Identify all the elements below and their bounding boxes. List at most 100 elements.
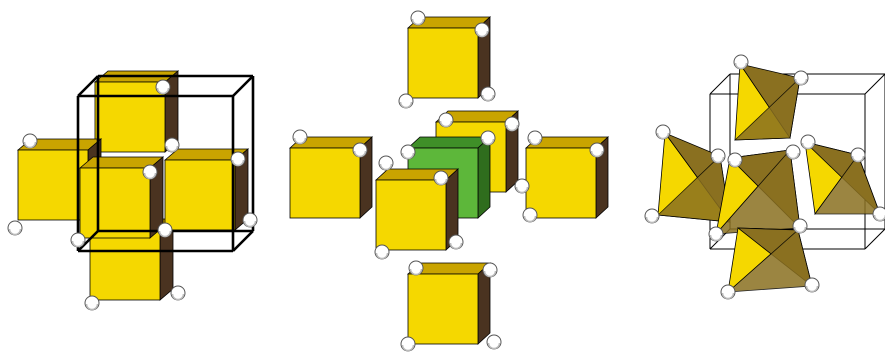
atom-body <box>801 135 815 149</box>
atom-sphere <box>656 125 670 139</box>
atom-body <box>721 285 735 299</box>
atom-highlight <box>161 225 166 230</box>
atom-sphere <box>243 213 257 227</box>
atom-highlight <box>146 167 151 172</box>
cube-front-face <box>90 230 160 300</box>
atom-highlight <box>518 181 523 186</box>
atom-highlight <box>414 13 419 18</box>
atom-sphere <box>481 87 495 101</box>
tetrahedron-right <box>805 142 880 214</box>
atom-sphere <box>449 235 463 249</box>
atom-highlight <box>797 73 802 78</box>
atom-body <box>711 149 725 163</box>
atom-sphere <box>71 233 85 247</box>
atom-highlight <box>378 247 383 252</box>
atom-body <box>434 171 448 185</box>
atom-body <box>231 152 245 166</box>
atom-body <box>481 87 495 101</box>
atom-sphere <box>411 11 425 25</box>
tetrahedron-bottom <box>728 228 812 292</box>
atom-highlight <box>531 133 536 138</box>
atom-sphere <box>721 285 735 299</box>
atom-highlight <box>382 158 387 163</box>
atom-highlight <box>714 151 719 156</box>
atom-body <box>158 223 172 237</box>
atom-highlight <box>26 136 31 141</box>
atom-body <box>375 245 389 259</box>
tetrahedron-left <box>658 133 730 222</box>
atom-highlight <box>437 173 442 178</box>
cube-top-face <box>408 137 490 148</box>
atom-body <box>851 148 865 162</box>
atom-sphere <box>645 209 659 223</box>
atom-highlight <box>808 280 813 285</box>
atom-body <box>487 335 501 349</box>
atom-body <box>449 235 463 249</box>
atom-body <box>805 278 819 292</box>
atom-sphere <box>734 55 748 69</box>
atom-highlight <box>404 147 409 152</box>
atom-highlight <box>88 298 93 303</box>
tetrahedron-top <box>735 64 800 140</box>
atom-body <box>409 261 423 275</box>
atom-sphere <box>85 296 99 310</box>
atom-highlight <box>404 339 409 344</box>
atom-body <box>483 263 497 277</box>
cube-side-face <box>478 137 490 218</box>
atom-body <box>8 221 22 235</box>
atom-body <box>728 153 742 167</box>
atom-body <box>656 125 670 139</box>
atom-body <box>645 209 659 223</box>
atom-sphere <box>873 207 885 221</box>
atom-highlight <box>490 337 495 342</box>
atom-highlight <box>168 140 173 145</box>
atom-body <box>505 117 519 131</box>
atom-highlight <box>402 96 407 101</box>
atom-body <box>794 71 808 85</box>
unit-cell-edge <box>233 76 253 96</box>
atom-sphere <box>805 278 819 292</box>
atom-highlight <box>484 133 489 138</box>
atom-sphere <box>851 148 865 162</box>
atom-sphere <box>379 156 393 170</box>
atom-highlight <box>484 89 489 94</box>
atom-body <box>171 286 185 300</box>
atom-sphere <box>156 80 170 94</box>
atom-highlight <box>478 25 483 30</box>
unit-cell-edge <box>865 74 885 94</box>
atom-body <box>85 296 99 310</box>
atom-sphere <box>434 171 448 185</box>
panel-left-cube-cluster <box>8 71 257 310</box>
cube-front-face <box>165 160 235 230</box>
atom-highlight <box>876 209 881 214</box>
atom-body <box>523 208 537 222</box>
atom-body <box>709 227 723 241</box>
atom-sphere <box>399 94 413 108</box>
atom-highlight <box>796 221 801 226</box>
atom-sphere <box>793 219 807 233</box>
atom-body <box>475 23 489 37</box>
atom-body <box>734 55 748 69</box>
atom-highlight <box>486 265 491 270</box>
atom-highlight <box>246 215 251 220</box>
atom-body <box>411 11 425 25</box>
cube-front-face <box>80 168 150 238</box>
atom-sphere <box>353 143 367 157</box>
atom-body <box>439 113 453 127</box>
atom-highlight <box>659 127 664 132</box>
cube-front-face <box>408 274 478 344</box>
atom-sphere <box>23 134 37 148</box>
atom-highlight <box>789 147 794 152</box>
atom-sphere <box>528 131 542 145</box>
atom-sphere <box>375 245 389 259</box>
atom-highlight <box>731 155 736 160</box>
atom-body <box>401 337 415 351</box>
atom-body <box>379 156 393 170</box>
atom-highlight <box>452 237 457 242</box>
atom-sphere <box>231 152 245 166</box>
atom-highlight <box>648 211 653 216</box>
atom-body <box>793 219 807 233</box>
atom-body <box>481 131 495 145</box>
